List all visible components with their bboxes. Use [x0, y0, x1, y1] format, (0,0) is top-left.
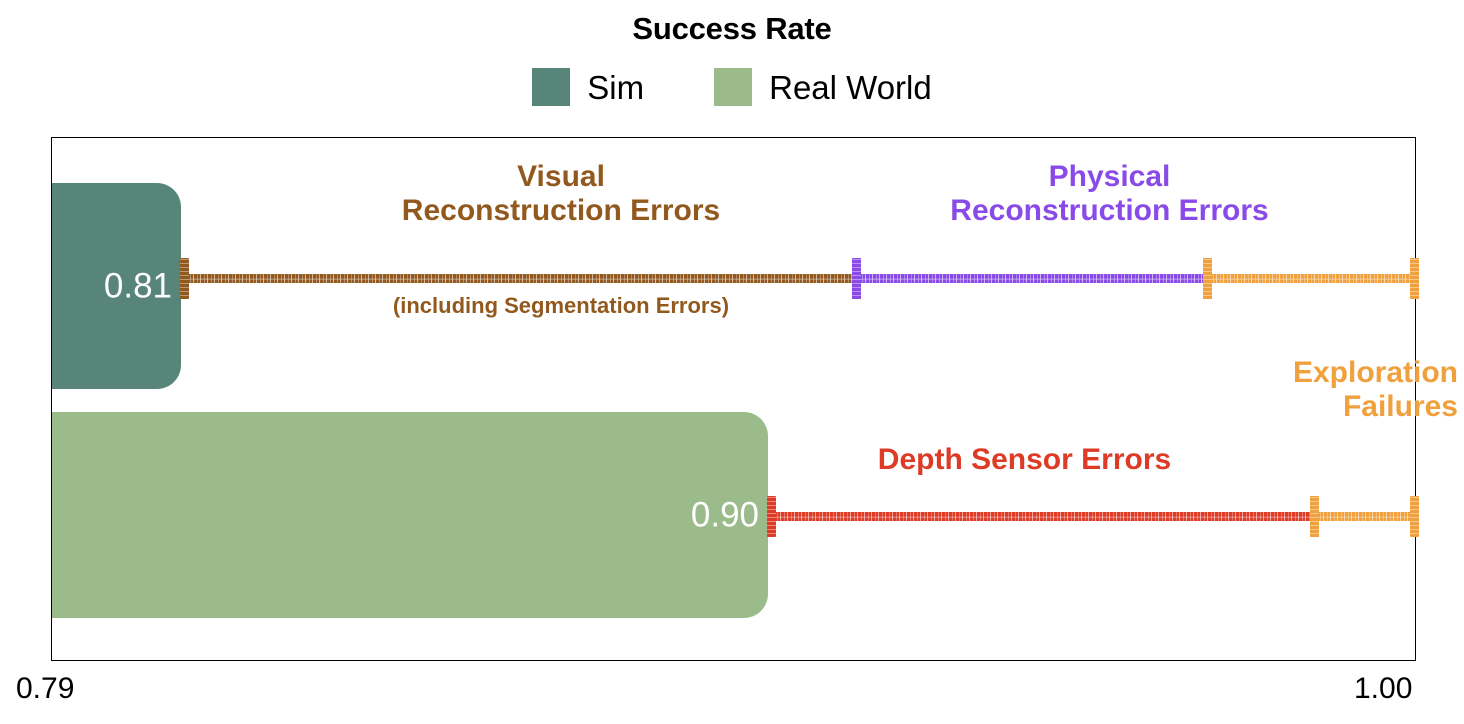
legend-label-real-world: Real World [769, 68, 932, 106]
segment-cap-left-visual [180, 258, 189, 299]
x-axis-tick-min: 0.79 [16, 672, 75, 705]
annotation-visual-line2: Reconstruction Errors [401, 194, 721, 228]
annotation-physical-line2: Reconstruction Errors [950, 194, 1269, 228]
legend-swatch-sim [532, 68, 571, 106]
segment-cap-right-exploration-real [1410, 496, 1419, 537]
annotation-visual-line1: Visual [517, 160, 605, 193]
legend-item-real-world: Real World [714, 68, 932, 106]
bar-sim: 0.81 [52, 183, 181, 389]
chart-legend: Sim Real World [0, 68, 1464, 106]
segment-line-visual [184, 274, 856, 283]
segment-cap-right-exploration-sim [1410, 258, 1419, 299]
bar-value-real-world: 0.90 [690, 495, 759, 535]
annotation-exploration-line1: Exploration [1292, 356, 1458, 389]
annotation-depth-sensor-errors: Depth Sensor Errors [877, 443, 1172, 476]
segment-line-depth [771, 512, 1314, 521]
segment-line-exploration-real [1314, 512, 1414, 521]
annotation-exploration-failures: Exploration Failures [1148, 356, 1458, 424]
segment-cap-left-depth [767, 496, 776, 537]
page-title: Success Rate [632, 11, 832, 46]
annotation-physical-line1: Physical [1048, 160, 1171, 193]
segment-cap-left-exploration-real [1310, 496, 1319, 537]
annotation-visual-reconstruction-errors: Visual Reconstruction Errors [276, 160, 846, 228]
segment-cap-left-physical [852, 258, 861, 299]
annotation-physical-reconstruction-errors: Physical Reconstruction Errors [812, 160, 1407, 228]
legend-label-sim: Sim [587, 68, 645, 106]
legend-swatch-real-world [714, 68, 753, 106]
segment-visual-reconstruction-errors [180, 258, 861, 299]
bar-real-world: 0.90 [52, 412, 768, 618]
segment-depth-sensor-errors [767, 496, 1319, 537]
segment-exploration-failures-real [1310, 496, 1419, 537]
annotation-visual-sublabel: (including Segmentation Errors) [392, 293, 730, 318]
segment-exploration-failures-sim [1203, 258, 1419, 299]
segment-line-exploration-sim [1207, 274, 1414, 283]
annotation-exploration-line2: Failures [1342, 390, 1458, 424]
plot-area: 0.81 0.90 [51, 137, 1458, 661]
bar-value-sim: 0.81 [103, 266, 172, 306]
legend-item-sim: Sim [532, 68, 644, 106]
segment-cap-left-exploration-sim [1203, 258, 1212, 299]
segment-line-physical [856, 274, 1207, 283]
plot-inner: 0.81 0.90 [52, 138, 1458, 660]
segment-physical-reconstruction-errors [852, 258, 1212, 299]
x-axis-tick-max: 1.00 [1354, 672, 1413, 705]
